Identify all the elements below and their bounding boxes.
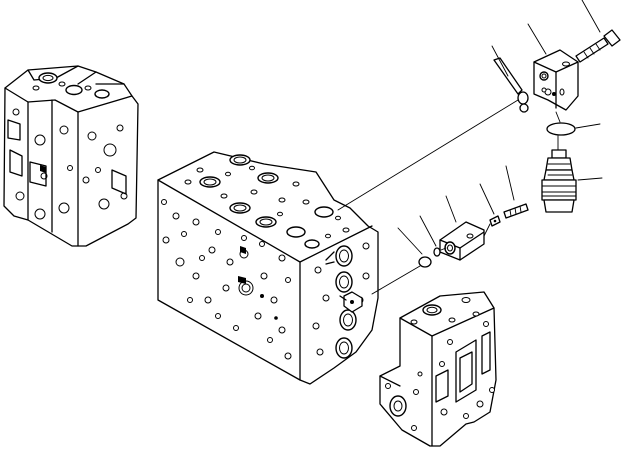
valve-section-block: [379, 291, 497, 447]
o-ring-small: [433, 247, 441, 257]
mounting-bolt-top: [575, 29, 621, 63]
o-ring-cover: [546, 122, 576, 136]
valve-assembly-small: [3, 65, 139, 247]
relief-valve-cartridge: [541, 149, 577, 213]
plug-ball: [418, 256, 432, 268]
leader-lines: [397, 0, 603, 255]
washer-bolt: [489, 203, 529, 227]
adapter-block: [439, 221, 485, 261]
main-valve-block: [157, 151, 379, 385]
relief-cover-block: [533, 49, 579, 111]
assembly-lines: [337, 99, 561, 295]
